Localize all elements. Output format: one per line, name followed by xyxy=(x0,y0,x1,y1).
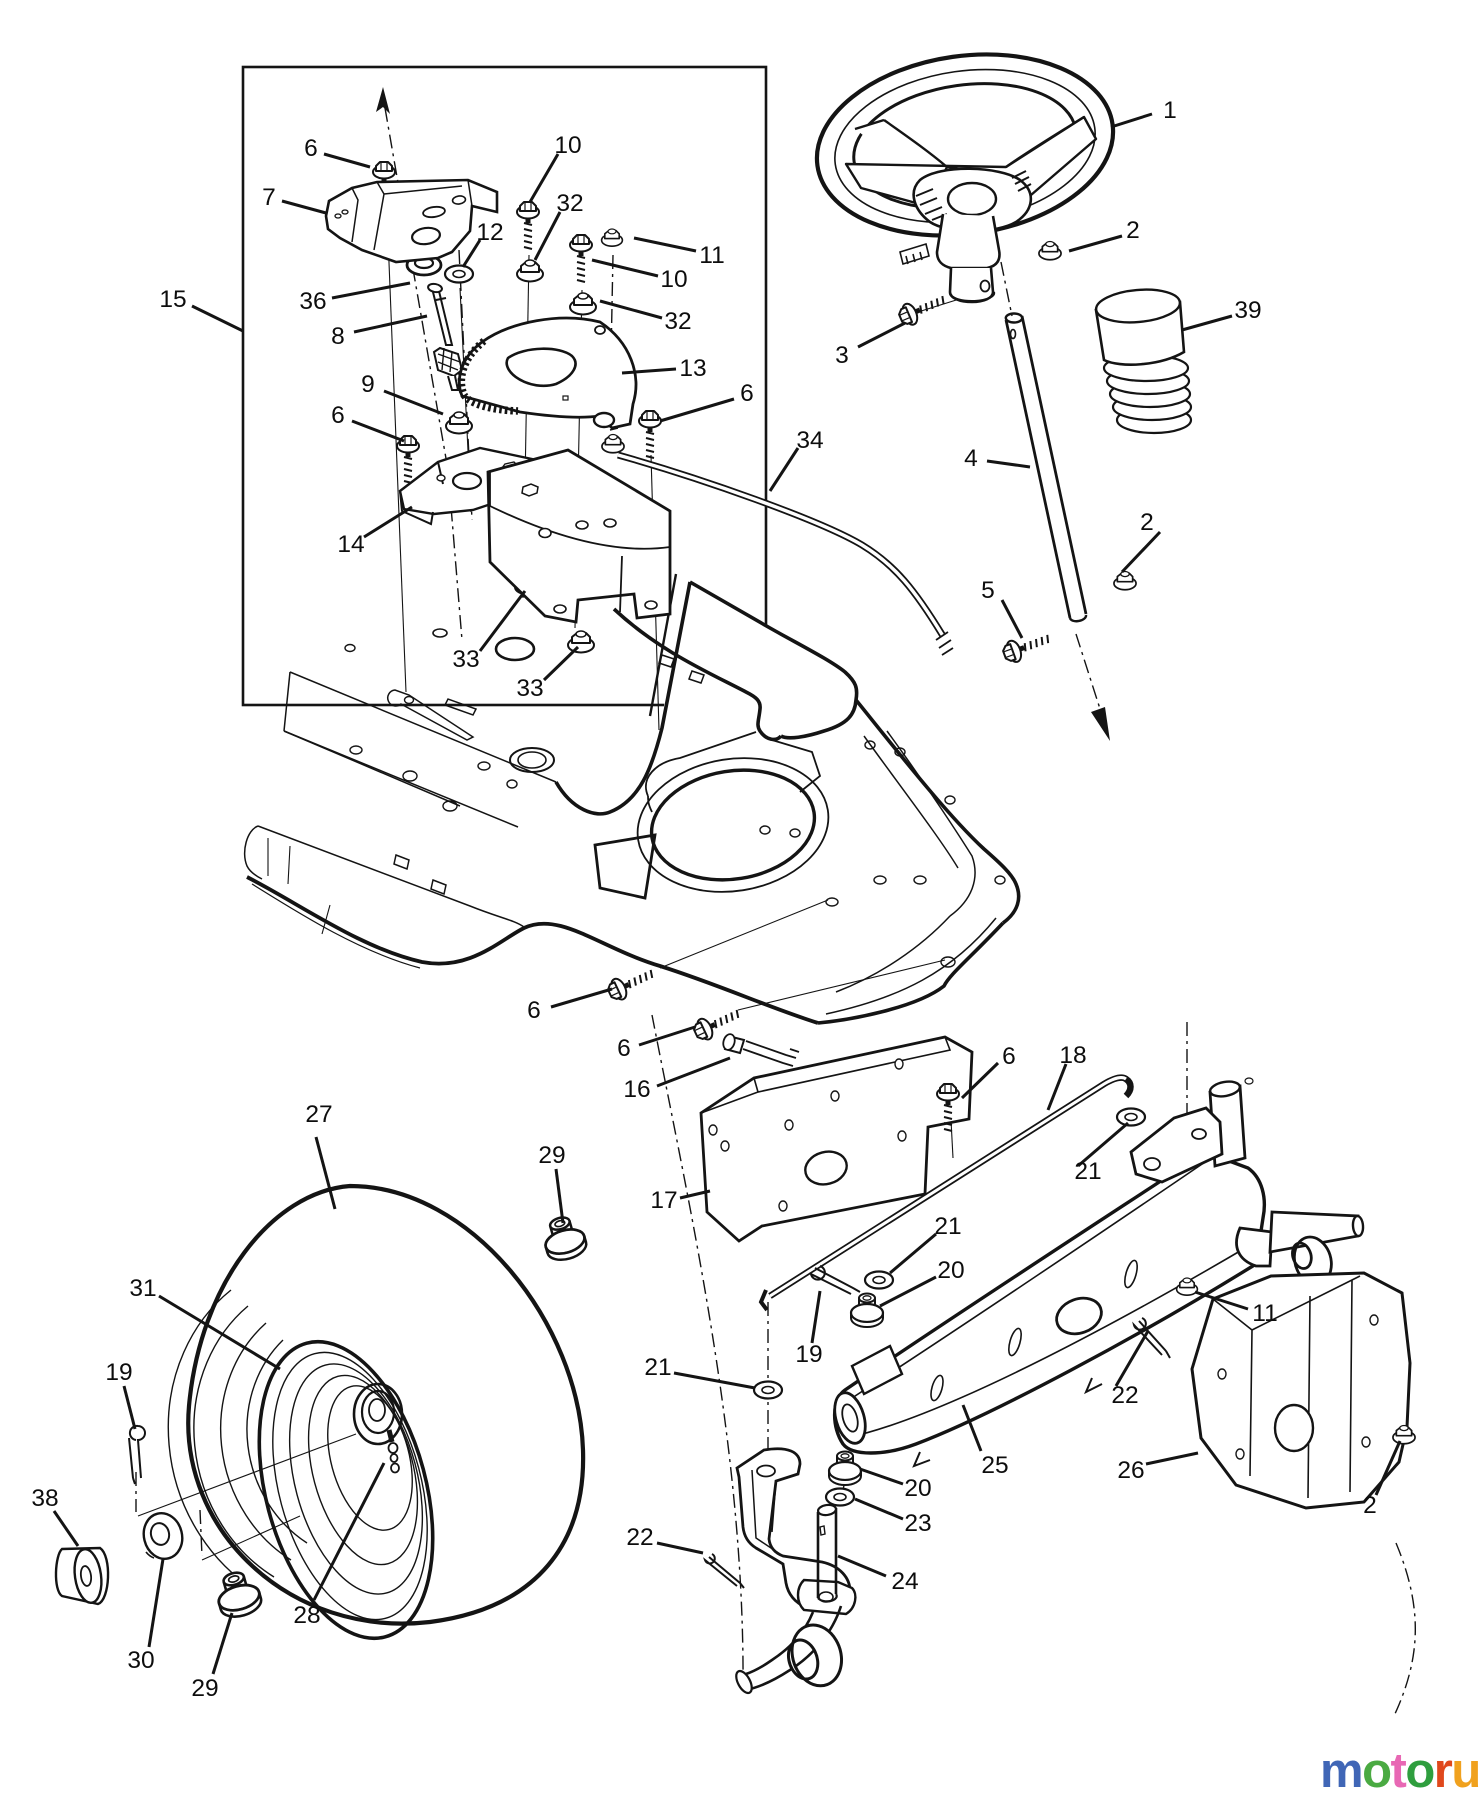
svg-text:32: 32 xyxy=(664,308,691,335)
svg-text:27: 27 xyxy=(305,1101,332,1128)
svg-text:11: 11 xyxy=(1252,1300,1277,1327)
svg-text:6: 6 xyxy=(304,135,318,162)
svg-text:29: 29 xyxy=(538,1142,565,1169)
svg-text:6: 6 xyxy=(331,402,345,429)
svg-text:2: 2 xyxy=(1140,509,1154,536)
svg-text:5: 5 xyxy=(981,577,995,604)
svg-text:17: 17 xyxy=(650,1187,677,1214)
svg-text:22: 22 xyxy=(626,1524,653,1551)
svg-text:33: 33 xyxy=(516,675,543,702)
svg-text:21: 21 xyxy=(644,1354,671,1381)
svg-text:2: 2 xyxy=(1363,1492,1377,1519)
svg-text:9: 9 xyxy=(361,371,375,398)
svg-text:34: 34 xyxy=(796,427,823,454)
svg-text:7: 7 xyxy=(262,184,276,211)
svg-text:36: 36 xyxy=(299,288,326,315)
svg-text:39: 39 xyxy=(1234,297,1261,324)
svg-text:21: 21 xyxy=(1074,1158,1101,1185)
svg-text:32: 32 xyxy=(556,190,583,217)
svg-text:20: 20 xyxy=(904,1475,931,1502)
svg-text:14: 14 xyxy=(337,531,364,558)
svg-text:8: 8 xyxy=(331,323,345,350)
svg-text:4: 4 xyxy=(964,445,978,472)
svg-text:12: 12 xyxy=(476,219,503,246)
svg-text:6: 6 xyxy=(617,1035,631,1062)
svg-text:29: 29 xyxy=(191,1675,218,1702)
svg-text:18: 18 xyxy=(1059,1042,1086,1069)
svg-text:2: 2 xyxy=(1126,217,1140,244)
svg-text:30: 30 xyxy=(127,1647,154,1674)
svg-text:24: 24 xyxy=(891,1568,918,1595)
svg-text:10: 10 xyxy=(554,132,581,159)
svg-text:33: 33 xyxy=(452,646,479,673)
svg-text:16: 16 xyxy=(623,1076,650,1103)
svg-text:38: 38 xyxy=(31,1485,58,1512)
svg-text:26: 26 xyxy=(1117,1457,1144,1484)
svg-text:1: 1 xyxy=(1163,97,1177,124)
svg-text:3: 3 xyxy=(835,342,849,369)
svg-text:23: 23 xyxy=(904,1510,931,1537)
svg-text:13: 13 xyxy=(679,355,706,382)
svg-text:19: 19 xyxy=(795,1341,822,1368)
svg-text:25: 25 xyxy=(981,1452,1008,1479)
svg-text:31: 31 xyxy=(129,1275,156,1302)
svg-text:28: 28 xyxy=(293,1602,320,1629)
svg-text:motoruf.de: motoruf.de xyxy=(1320,1744,1480,1798)
svg-text:6: 6 xyxy=(740,380,754,407)
svg-text:11: 11 xyxy=(699,242,724,269)
svg-text:20: 20 xyxy=(937,1257,964,1284)
svg-text:22: 22 xyxy=(1111,1382,1138,1409)
svg-text:6: 6 xyxy=(527,997,541,1024)
svg-text:15: 15 xyxy=(159,286,186,313)
svg-text:6: 6 xyxy=(1002,1043,1016,1070)
svg-text:19: 19 xyxy=(105,1359,132,1386)
svg-text:10: 10 xyxy=(660,266,687,293)
svg-text:21: 21 xyxy=(934,1213,961,1240)
